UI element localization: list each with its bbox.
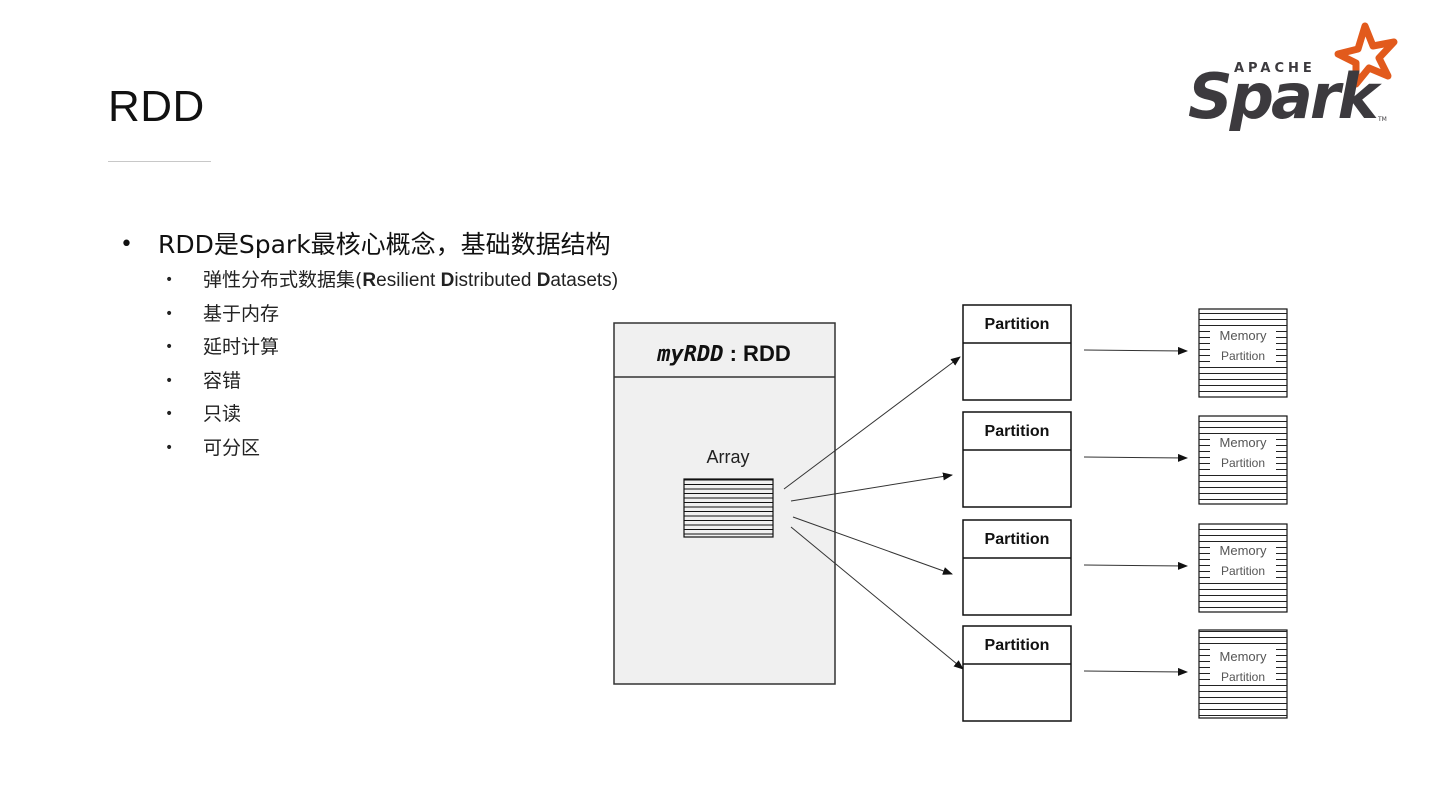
memory-label-line2: Partition: [1221, 456, 1265, 470]
title-underline: [108, 161, 211, 162]
memory-label-line1: Memory: [1220, 649, 1267, 664]
definition-english: Resilient Distributed Datasets): [362, 270, 618, 291]
letter-d1: D: [440, 270, 455, 291]
rdd-box-title: myRDD : RDD: [656, 341, 790, 367]
partition-box: [962, 304, 1072, 401]
memory-label-line1: Memory: [1220, 328, 1267, 343]
apache-spark-logo: APACHE Spark TM: [1188, 22, 1398, 133]
logo-apache-text: APACHE: [1234, 61, 1316, 76]
memory-label-line2: Partition: [1221, 670, 1265, 684]
memory-label-bg: [1210, 327, 1276, 363]
sub-bullet-fault-tolerant: 容错: [120, 365, 618, 399]
sub-bullet-read-only: 只读: [120, 398, 618, 432]
definition-suffix: ): [611, 270, 619, 291]
memory-label-bg: [1210, 434, 1276, 470]
sub-bullet-container: 弹性分布式数据集(Resilient Distributed Datasets)…: [120, 264, 618, 465]
array-label: Array: [706, 447, 749, 467]
array-to-partition-arrows: [783, 356, 964, 670]
sub-bullet-lazy: 延时计算: [120, 331, 618, 365]
word-distributed: istributed: [454, 270, 537, 291]
sub-bullet-in-memory: 基于内存: [120, 298, 618, 332]
memory-label-line1: Memory: [1220, 435, 1267, 450]
array-block: [683, 478, 774, 538]
memory-label-line2: Partition: [1221, 564, 1265, 578]
partition-to-memory-arrow: [1083, 346, 1188, 355]
partitions-layer: PartitionMemoryPartitionPartitionMemoryP…: [962, 304, 1288, 722]
slide-title: RDD: [108, 82, 205, 131]
rdd-partition-diagram: myRDD : RDD Array PartitionMemoryPartiti…: [613, 304, 1288, 722]
bullet-list: RDD是Spark最核心概念，基础数据结构 弹性分布式数据集(Resilient…: [120, 226, 618, 465]
memory-label-line1: Memory: [1220, 543, 1267, 558]
main-bullet-text: RDD是Spark最核心概念，基础数据结构: [158, 230, 611, 259]
sub-bullet-rdd-definition: 弹性分布式数据集(Resilient Distributed Datasets): [120, 264, 618, 298]
memory-label-bg: [1210, 648, 1276, 684]
definition-prefix: 弹性分布式数据集(: [203, 269, 363, 291]
partition-label: Partition: [985, 316, 1050, 333]
word-resilient: esilient: [376, 270, 441, 291]
rdd-box: myRDD : RDD Array: [613, 322, 836, 685]
logo-trademark: TM: [1377, 116, 1387, 123]
partition-box: [962, 411, 1072, 508]
letter-d2: D: [536, 270, 551, 291]
spark-star-icon: [1334, 22, 1398, 88]
partition-to-memory-arrow: [1083, 667, 1188, 676]
word-datasets: atasets: [550, 270, 612, 291]
letter-r: R: [362, 270, 377, 291]
sub-bullet-list: 弹性分布式数据集(Resilient Distributed Datasets)…: [120, 264, 618, 465]
logo-spark-text: Spark: [1188, 60, 1382, 133]
partition-to-memory-arrow: [1083, 453, 1188, 462]
main-bullet: RDD是Spark最核心概念，基础数据结构: [120, 226, 618, 264]
partition-label: Partition: [985, 531, 1050, 548]
partition-box: [962, 625, 1072, 722]
partition-box: [962, 519, 1072, 616]
partition-to-memory-arrow: [1083, 561, 1188, 570]
memory-label-line2: Partition: [1221, 349, 1265, 363]
partition-label: Partition: [985, 423, 1050, 440]
sub-bullet-partitionable: 可分区: [120, 432, 618, 466]
memory-label-bg: [1210, 542, 1276, 578]
partition-label: Partition: [985, 637, 1050, 654]
